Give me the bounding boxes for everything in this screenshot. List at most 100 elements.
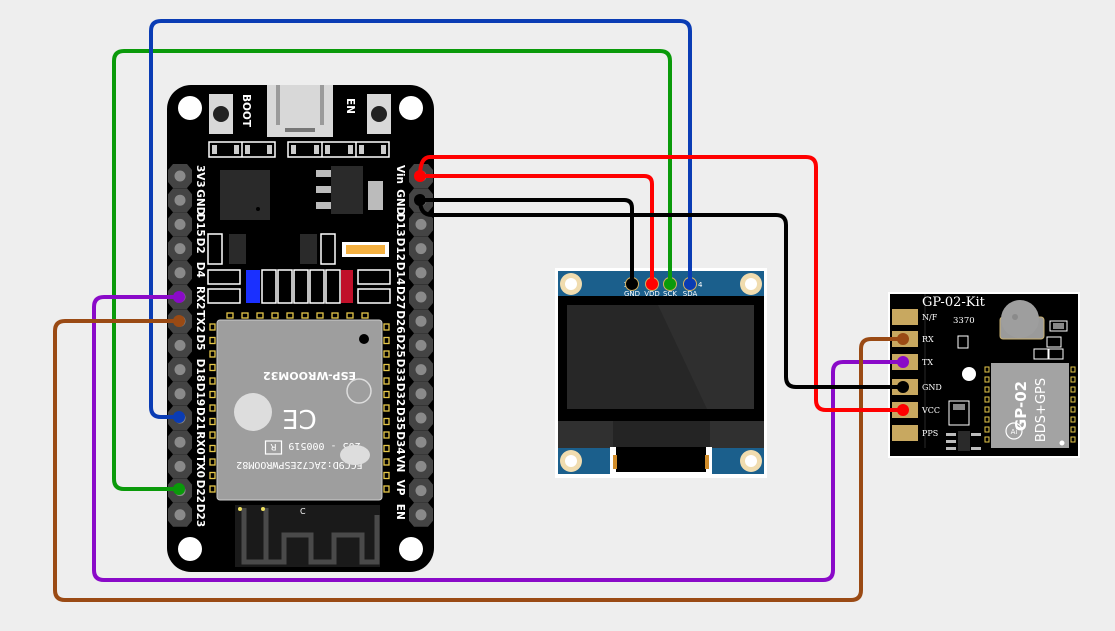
esp32-pin-left-d19[interactable]	[168, 381, 192, 406]
esp32-pin-label-left: 3V3	[194, 165, 206, 188]
esp32-pin-left-d15[interactable]	[168, 212, 192, 237]
gps-chip-pads	[984, 366, 1076, 443]
esp32-pin-right-d13[interactable]	[409, 212, 433, 237]
esp32-pin-left-d4[interactable]	[168, 260, 192, 285]
wire-green-d22-sck[interactable]	[112, 49, 672, 491]
esp32-pin-label-right: D25	[394, 334, 406, 357]
esp32-pin-left-d2[interactable]	[168, 236, 192, 261]
gps-pin-nf[interactable]: N/F	[892, 309, 938, 325]
esp32-pin-label-left: RX2	[194, 286, 206, 310]
gps-backup-battery	[999, 300, 1045, 340]
antenna: C	[235, 505, 380, 567]
esp32-pin-right-d14[interactable]	[409, 260, 433, 285]
esp32-pin-left-d23[interactable]	[168, 502, 192, 527]
wire-black-gnd-gps[interactable]	[418, 198, 905, 389]
en-label: EN	[344, 98, 356, 114]
wire-endpoints	[173, 170, 909, 495]
boot-button[interactable]	[209, 94, 233, 134]
voltage-regulator	[316, 166, 383, 214]
wire-red-vin-vcc[interactable]	[418, 155, 905, 412]
module-fcc-id: FCC9D:2AC72ESPWROOM82	[236, 459, 362, 470]
esp32-pin-label-right: GND	[394, 189, 406, 215]
ground-symbol-icon	[346, 378, 372, 404]
esp32-pin-label-left: D18	[194, 359, 206, 382]
esp32-pin-label-left: D23	[194, 504, 206, 527]
esp32-left-pin-labels: 3V3GNDD15D2D4RX2TX2D5D18D19D21RX0TX0D22D…	[194, 165, 206, 527]
esp32-pin-label-right: D33	[394, 359, 406, 382]
esp32-pin-label-right: D34	[394, 431, 406, 454]
gps-pin-header: N/F RX TX GND VCC PPS	[892, 309, 942, 441]
mounting-hole	[399, 537, 423, 561]
wire-black-gnd-oled[interactable]	[418, 198, 634, 285]
wire-blue-d21-sda[interactable]	[149, 19, 692, 419]
blue-led	[246, 270, 260, 303]
gps-chip-sub: BDS+GPS	[1034, 378, 1049, 442]
esp32-pin-right-vp[interactable]	[409, 478, 433, 503]
gps-status-led	[962, 367, 976, 381]
ai-thinker-logo-icon	[1005, 422, 1023, 440]
orange-led	[346, 245, 385, 254]
esp32-pin-label-right: D13	[394, 213, 406, 236]
esp32-pin-label-left: TX0	[194, 455, 206, 478]
gps-pin-label: RX	[922, 335, 934, 344]
esp32-pin-right-d35[interactable]	[409, 406, 433, 430]
esp32-pin-right-en[interactable]	[409, 502, 433, 527]
esp32-pin-label-right: EN	[394, 504, 406, 520]
esp32-pin-right-d32[interactable]	[409, 381, 433, 406]
gps-pin-label: TX	[922, 358, 933, 367]
esp32-pin-label-right: D12	[394, 238, 406, 261]
gp02-chip: GP-02 BDS+GPS Ai	[991, 363, 1069, 448]
esp32-pin-label-left: D19	[194, 383, 206, 406]
oled-pin-label: SDA	[683, 290, 698, 298]
esp32-pin-left-d5[interactable]	[168, 333, 192, 358]
esp32-board[interactable]: BOOT EN	[167, 85, 434, 572]
module-cert: 205 - 000519	[288, 440, 360, 451]
wire-brown-tx2-rx[interactable]	[53, 319, 905, 602]
esp32-pin-label-right: VN	[394, 455, 406, 472]
ai-thinker-logo-text: Ai	[1011, 428, 1018, 436]
esp32-pin-label-left: RX0	[194, 431, 206, 455]
esp32-pin-label-left: D4	[194, 262, 206, 278]
module-name: ESP-WROOM32	[263, 369, 356, 382]
esp32-pin-left-3v3[interactable]	[168, 164, 192, 188]
oled-pin-label: GND	[624, 290, 640, 298]
wires	[53, 19, 905, 602]
esp32-pin-left-rx0[interactable]	[168, 430, 192, 455]
esp32-pin-right-d27[interactable]	[409, 285, 433, 309]
esp32-pin-label-right: D26	[394, 310, 406, 333]
esp32-pin-right-d25[interactable]	[409, 333, 433, 358]
red-led	[341, 270, 353, 303]
en-button[interactable]	[367, 94, 391, 134]
esp32-pin-right-vn[interactable]	[409, 454, 433, 479]
gps-pin-label: GND	[922, 383, 942, 392]
esp32-pin-right-d12[interactable]	[409, 236, 433, 261]
esp32-pin-label-left: D22	[194, 480, 206, 503]
mounting-hole	[178, 96, 202, 120]
gps-pin-label: VCC	[921, 406, 940, 415]
esp32-pin-left-tx0[interactable]	[168, 454, 192, 479]
esp32-pin-label-right: VP	[394, 480, 406, 496]
esp32-pin-label-left: D21	[194, 407, 206, 430]
gps-pin-pps[interactable]: PPS	[892, 425, 938, 441]
gp02-gps-module[interactable]: GP-02-Kit 3370 GP-02 BDS+GPS	[888, 292, 1080, 458]
mounting-hole	[178, 537, 202, 561]
esp32-pin-label-left: D15	[194, 213, 206, 236]
esp32-pin-right-d33[interactable]	[409, 357, 433, 382]
wifi-logo-icon	[340, 445, 370, 465]
esp32-right-pin-labels: VinGNDD13D12D14D27D26D25D33D32D35D34VNVP…	[394, 165, 406, 520]
esp32-pin-left-gnd[interactable]	[168, 188, 192, 213]
r-mark: R	[270, 441, 276, 451]
esp32-pin-left-d18[interactable]	[168, 357, 192, 382]
wire-purple-rx2-tx[interactable]	[92, 295, 905, 582]
esp32-pin-right-d34[interactable]	[409, 430, 433, 455]
oled-pin-label: SCK	[663, 290, 677, 298]
antenna-label: C	[300, 507, 306, 516]
usb-connector	[267, 85, 333, 137]
mounting-hole	[399, 96, 423, 120]
esp32-pin-right-d26[interactable]	[409, 309, 433, 334]
gps-pin-label: PPS	[922, 429, 938, 438]
espressif-logo-icon	[234, 393, 272, 431]
wire-red-vin-vdd[interactable]	[418, 174, 654, 285]
